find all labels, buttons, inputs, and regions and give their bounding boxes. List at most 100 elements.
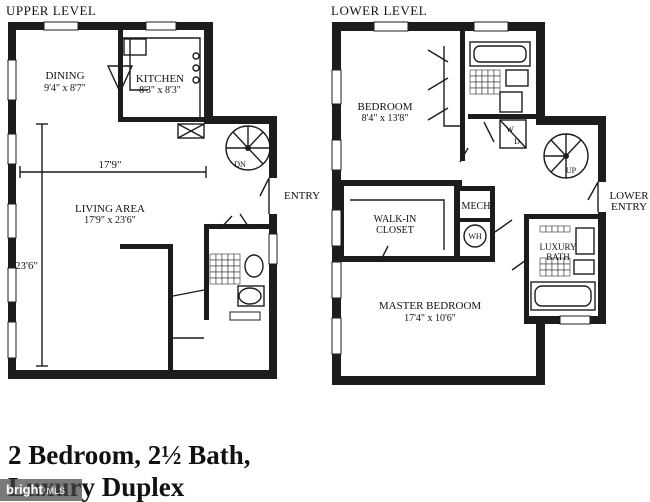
- powder-wall-west: [204, 224, 209, 320]
- bedroom-label: BEDROOM: [357, 101, 412, 113]
- lower-wall-south: [332, 376, 544, 385]
- walkin-label-2: CLOSET: [376, 225, 414, 236]
- bath-wall-south: [468, 114, 538, 119]
- water-heater: [463, 224, 487, 248]
- mech-door: [494, 219, 513, 233]
- upper-level-plan: [7, 21, 278, 379]
- pantry-cross: [177, 123, 205, 139]
- down-label: DN: [234, 160, 246, 169]
- upper-wall-east-low: [269, 310, 277, 379]
- luxury-bath-sink: [573, 259, 595, 275]
- toilet-bowl: [238, 287, 262, 305]
- kitchen-sink: [123, 38, 147, 56]
- luxury-bath-label-2: BATH: [546, 252, 570, 262]
- stove-burner: [192, 76, 200, 84]
- luxury-bath-wall-north: [524, 214, 600, 219]
- stair-step: [232, 131, 249, 149]
- entry-door-lower: [587, 181, 599, 212]
- living-size: 17'9" x 23'6": [84, 215, 136, 226]
- window: [331, 139, 342, 171]
- dining-light-fixture: [106, 65, 134, 94]
- stair-step: [565, 139, 582, 157]
- window: [7, 203, 17, 239]
- powder-floor-tiles: [209, 253, 241, 285]
- lower-level-plan: [331, 21, 606, 385]
- walkin-label-1: WALK-IN: [374, 214, 417, 225]
- height-dimension-label: 23'6": [15, 260, 38, 272]
- hall-doors: [459, 121, 495, 163]
- bath-floor-tiles: [469, 69, 501, 95]
- window: [145, 21, 177, 31]
- window: [331, 317, 342, 355]
- lower-wall-north: [332, 22, 544, 31]
- walkin-shelf: [350, 199, 445, 250]
- upper-wall-west: [8, 22, 16, 378]
- stair-step: [247, 147, 264, 165]
- window: [331, 261, 342, 299]
- bathtub-basin: [534, 285, 592, 307]
- watermark-brand: bright: [6, 482, 43, 497]
- mech-wall-east: [490, 186, 495, 262]
- luxury-bath-toilet: [575, 227, 595, 255]
- dining-label: DINING: [45, 70, 84, 82]
- bedroom-closet-line: [443, 46, 460, 127]
- luxury-bathtub: [530, 281, 596, 311]
- lower-level-title: LOWER LEVEL: [331, 3, 428, 18]
- stove-burner: [192, 64, 200, 72]
- kitchen-label: KITCHEN: [136, 73, 184, 85]
- window: [7, 59, 17, 101]
- luxury-bath-wall-west: [524, 214, 529, 320]
- living-partition: [120, 244, 172, 249]
- living-label: LIVING AREA: [75, 203, 145, 215]
- bright-mls-watermark: bright MLS: [0, 479, 82, 501]
- kitchen-wall-south: [118, 117, 210, 122]
- window: [331, 69, 342, 105]
- washer-dryer: [499, 119, 527, 149]
- sink-upper-bath: [499, 91, 523, 113]
- dryer-label: D: [514, 137, 520, 146]
- luxury-bath-label-1: LUXURY: [539, 242, 577, 252]
- mech-label: MECH: [462, 201, 491, 212]
- master-bedroom-label: MASTER BEDROOM: [379, 300, 482, 312]
- listing-headline-line-1: 2 Bedroom, 2½ Bath,: [8, 440, 251, 470]
- powder-door: [219, 213, 251, 230]
- lower-wall-east-top: [598, 116, 606, 182]
- lower-wall-west: [332, 22, 341, 384]
- window: [268, 233, 278, 265]
- walkin-wall-south: [342, 256, 458, 262]
- kitchen-wall-west: [118, 30, 123, 122]
- lower-wall-south-east: [536, 316, 545, 385]
- bathtub-basin: [473, 45, 527, 63]
- closet-door: [172, 289, 205, 339]
- upper-wall-kitchen-east: [204, 22, 213, 122]
- window: [559, 315, 591, 325]
- stair-post: [563, 153, 569, 159]
- stair-step: [247, 131, 264, 149]
- upper-wall-stair-north: [204, 116, 276, 124]
- mech-wall: [460, 186, 494, 191]
- upper-wall-east-top: [269, 116, 277, 178]
- stove-burner: [192, 52, 200, 60]
- stair-step: [550, 155, 567, 173]
- floor-plan: DINING 9'4" x 8'7" KITCHEN 8'3" x 8'3" 1…: [7, 21, 649, 385]
- window: [43, 21, 79, 31]
- luxury-bath-tiles: [539, 225, 571, 277]
- toilet-upper-bath: [505, 69, 529, 87]
- powder-wall-north: [204, 224, 270, 229]
- lower-wall-stair-north: [536, 116, 606, 125]
- washer-label: W: [506, 125, 514, 134]
- bedroom-size: 8'4" x 13'8": [362, 113, 409, 124]
- lower-entry-label-1: LOWER: [609, 190, 649, 202]
- powder-sink: [244, 254, 264, 278]
- window: [229, 311, 261, 321]
- stair-step: [550, 139, 567, 157]
- luxury-bath-door: [511, 257, 530, 271]
- stair-post: [245, 145, 251, 151]
- closet-inner: [340, 186, 344, 262]
- up-label: UP: [566, 166, 577, 175]
- width-dimension-label: 17'9": [99, 159, 122, 171]
- window: [473, 21, 509, 32]
- kitchen-size: 8'3" x 8'3": [139, 85, 181, 96]
- bedroom-closet-doors: [427, 49, 449, 121]
- walkin-wall-east: [454, 186, 460, 262]
